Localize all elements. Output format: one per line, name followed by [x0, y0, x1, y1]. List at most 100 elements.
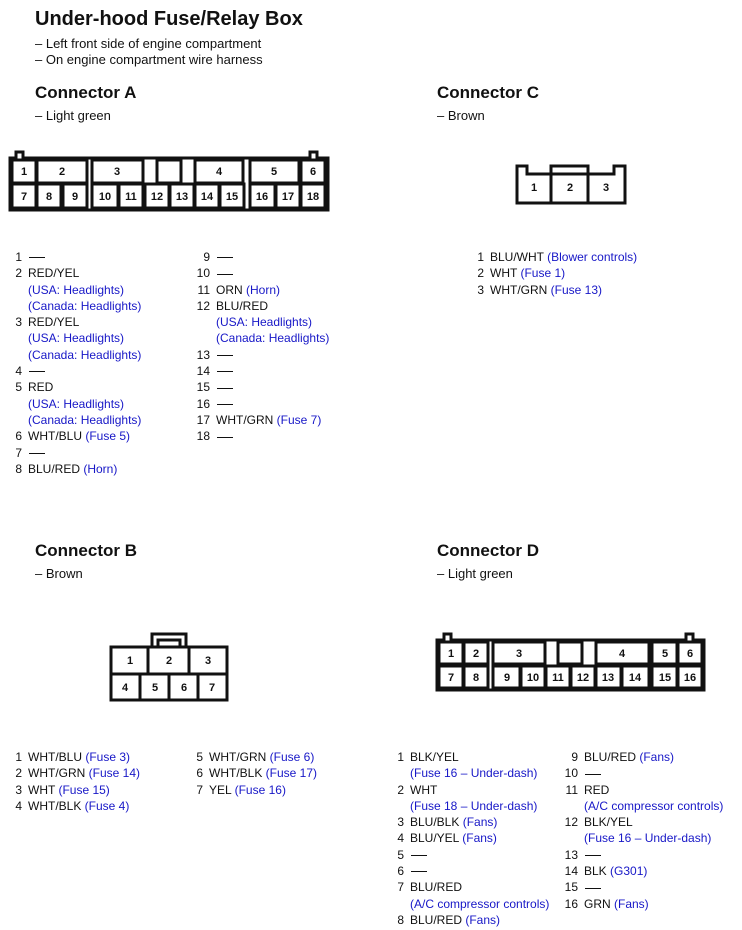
connector-b-cavity-label: 7	[209, 682, 215, 694]
pin-number: 4	[15, 364, 22, 379]
pin-entry: 3 BLU/BLK (Fans)	[390, 814, 549, 830]
circuit-note: (Horn)	[80, 461, 118, 476]
unused-pin-dash	[217, 355, 233, 357]
pin-number: 7	[196, 782, 203, 797]
circuit-note: (USA: Headlights)	[216, 315, 313, 330]
connector-b-cavity-label: 1	[127, 655, 133, 667]
circuit-note: (A/C compressor controls)	[584, 798, 724, 813]
unused-pin-dash	[585, 773, 601, 775]
wire-color: WHT	[410, 782, 438, 797]
connector-c-color: – Brown	[437, 108, 485, 123]
circuit-note: (Fuse 3)	[82, 750, 131, 764]
connector-d-title: Connector D	[437, 541, 539, 560]
pin-number: 10	[196, 266, 210, 281]
pin-number: 8	[15, 461, 22, 476]
unused-pin-dash	[411, 871, 427, 873]
circuit-note: (Blower controls)	[543, 250, 638, 264]
pin-entry: 10	[196, 265, 329, 281]
pin-number: 2	[15, 766, 22, 781]
circuit-note: (Canada: Headlights)	[28, 412, 142, 427]
pin-number: 8	[397, 912, 404, 927]
pin-number: 5	[15, 380, 22, 395]
page-title: Under-hood Fuse/Relay Box	[35, 8, 303, 30]
circuit-note: (Horn)	[242, 282, 281, 297]
connector-a-cavity-label: 17	[282, 191, 294, 203]
circuit-note: (Fuse 7)	[273, 412, 322, 427]
pin-entry: 10	[564, 765, 723, 781]
pin-entry: 8 BLU/RED (Horn)	[8, 461, 141, 477]
circuit-note: (Fuse 4)	[81, 798, 130, 813]
connector-d-cavity-label: 7	[448, 672, 454, 684]
unused-pin-dash	[585, 887, 601, 889]
circuit-note: (G301)	[606, 864, 648, 879]
wire-color: BLU/RED	[28, 461, 81, 476]
pin-number: 1	[15, 750, 22, 764]
wire-color: BLU/WHT	[490, 250, 544, 264]
connector-c-cavity-label: 2	[567, 182, 573, 194]
connector-d-cavity-label: 8	[473, 672, 479, 684]
pin-entry: 6	[390, 863, 549, 879]
unused-pin-dash	[217, 404, 233, 405]
wire-color: RED/YEL	[28, 315, 80, 330]
connector-d-cavity-label: 9	[504, 672, 510, 684]
wire-color: WHT	[28, 782, 56, 797]
pin-number: 3	[15, 782, 22, 797]
pin-entry: 14	[196, 363, 329, 379]
pin-entry: 16	[196, 396, 329, 412]
wire-color: BLU/RED	[584, 750, 637, 764]
circuit-note: (Fuse 1)	[517, 266, 566, 281]
location-line-2: – On engine compartment wire harness	[35, 52, 263, 67]
unused-pin-dash	[217, 371, 233, 373]
unused-pin-dash	[217, 436, 233, 438]
pin-number: 4	[15, 798, 22, 813]
connector-d-cavity-label: 16	[684, 672, 696, 684]
wire-color: WHT/BLK	[209, 766, 263, 781]
pin-entry: 13	[564, 847, 723, 863]
circuit-note: (Fans)	[459, 815, 498, 830]
circuit-note: (Fuse 16 – Under-dash)	[410, 766, 538, 781]
circuit-note: (Canada: Headlights)	[216, 331, 330, 346]
pin-number: 5	[397, 847, 404, 862]
connector-c-title: Connector C	[437, 83, 539, 102]
connector-a-cavity-label: 4	[216, 166, 223, 178]
pin-number: 5	[196, 750, 203, 764]
connector-d-cavity-label: 11	[552, 672, 564, 684]
connector-a-cavity-label: 3	[114, 166, 120, 178]
connector-d-cavity-label: 13	[602, 672, 614, 684]
pin-number: 18	[196, 429, 210, 444]
connector-b-title: Connector B	[35, 541, 137, 560]
pin-number: 6	[397, 864, 404, 879]
pin-entry: 15	[196, 379, 329, 395]
connector-a-title: Connector A	[35, 83, 137, 102]
unused-pin-dash	[585, 855, 601, 857]
circuit-note: (Fuse 17)	[262, 766, 318, 781]
circuit-note: (Fuse 15)	[55, 782, 110, 797]
connector-a-cavity-label: 13	[176, 191, 188, 203]
wire-color: BLK	[584, 864, 607, 879]
wire-color: RED/YEL	[28, 266, 80, 281]
pin-number: 3	[397, 815, 404, 830]
wire-color: BLU/BLK	[410, 815, 460, 830]
pin-entry: 13	[196, 347, 329, 363]
circuit-note: (USA: Headlights)	[28, 331, 125, 346]
unused-pin-dash	[411, 855, 427, 857]
